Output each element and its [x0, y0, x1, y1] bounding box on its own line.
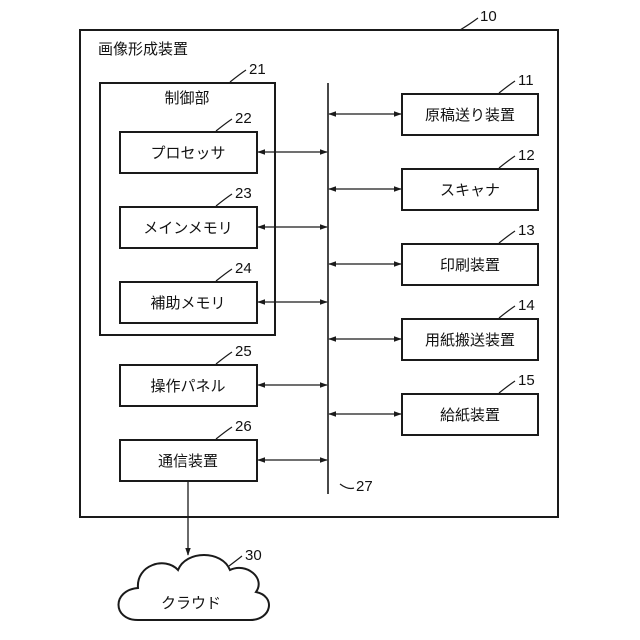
- document-feeder-ref: 11: [518, 72, 534, 89]
- device-ref-leader: [460, 18, 478, 30]
- paper-feeder-ref: 15: [518, 372, 535, 389]
- communication-device-label: 通信装置: [158, 452, 218, 470]
- main-memory-ref: 23: [235, 185, 252, 202]
- controller-label: 制御部: [164, 89, 209, 107]
- processor-label: プロセッサ: [150, 144, 225, 162]
- cloud-label: クラウド: [161, 594, 221, 612]
- printing-device-label: 印刷装置: [440, 256, 500, 274]
- main-memory-label: メインメモリ: [143, 219, 233, 237]
- controller-group: 制御部 21 プロセッサ 22 メインメモリ 23 補助メモリ 24: [100, 61, 275, 335]
- printing-device-ref: 13: [518, 222, 535, 239]
- paper-feeder-label: 給紙装置: [440, 406, 500, 424]
- bus-ref: 27: [356, 478, 373, 495]
- cloud-ref: 30: [245, 547, 262, 564]
- operation-panel-ref: 25: [235, 343, 252, 360]
- auxiliary-memory-ref: 24: [235, 260, 252, 277]
- communication-device-ref: 26: [235, 418, 252, 435]
- document-feeder-label: 原稿送り装置: [425, 106, 515, 124]
- paper-conveyor-ref: 14: [518, 297, 535, 314]
- controller-ref: 21: [249, 61, 266, 78]
- auxiliary-memory-label: 補助メモリ: [150, 294, 225, 312]
- operation-panel-label: 操作パネル: [150, 377, 225, 395]
- scanner-ref: 12: [518, 147, 535, 164]
- device-ref: 10: [480, 8, 497, 25]
- processor-ref: 22: [235, 110, 252, 127]
- scanner-label: スキャナ: [440, 181, 500, 199]
- cloud-ref-leader: [229, 556, 242, 566]
- device-label: 画像形成装置: [98, 40, 188, 58]
- cloud-block: クラウド 30: [119, 547, 269, 620]
- paper-conveyor-label: 用紙搬送装置: [425, 331, 515, 349]
